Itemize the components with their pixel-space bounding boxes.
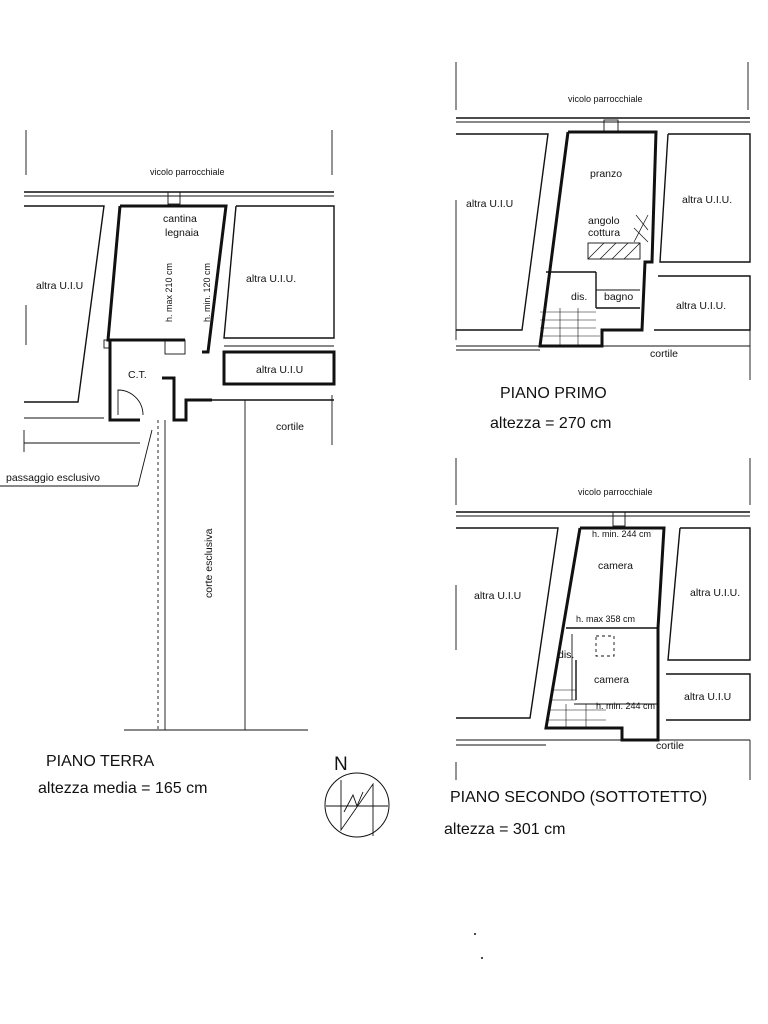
first-other-unit-right: altra U.I.U. <box>682 194 732 206</box>
kitchen-label-2: cottura <box>588 227 620 239</box>
second-street-label: vicolo parrocchiale <box>578 487 653 497</box>
bath-label: bagno <box>604 291 633 303</box>
speck <box>481 957 483 959</box>
second-other-unit-left: altra U.I.U <box>474 590 521 602</box>
dining-label: pranzo <box>590 168 622 180</box>
second-room-upper: camera <box>598 560 633 572</box>
second-floor-title: PIANO SECONDO (SOTTOTETTO) <box>450 789 707 806</box>
second-height-min-bottom: h. min. 244 cm <box>596 701 655 711</box>
boiler-room-label: C.T. <box>128 369 147 381</box>
north-arrow-icon <box>324 772 390 838</box>
cellar-label: cantina <box>163 213 197 225</box>
second-other-unit-right: altra U.I.U. <box>690 587 740 599</box>
first-floor-height: altezza = 270 cm <box>490 415 611 432</box>
woodshed-label: legnaia <box>165 227 199 239</box>
second-floor-height: altezza = 301 cm <box>444 821 565 838</box>
first-floor-plan <box>455 62 751 380</box>
ground-floor-plan <box>0 130 336 731</box>
first-other-unit-lower: altra U.I.U. <box>676 300 726 312</box>
ground-other-unit-right: altra U.I.U. <box>246 273 296 285</box>
ground-courtyard-label: cortile <box>276 421 304 433</box>
second-floor-plan <box>455 458 751 780</box>
first-street-label: vicolo parrocchiale <box>568 94 643 104</box>
ground-floor-height: altezza media = 165 cm <box>38 780 207 797</box>
first-other-unit-left: altra U.I.U <box>466 198 513 210</box>
passage-label: passaggio esclusivo <box>6 472 100 484</box>
exclusive-court-label: corte esclusiva <box>203 528 215 598</box>
second-hall-label: dis. <box>558 649 574 661</box>
ground-other-unit-small: altra U.I.U <box>256 364 303 376</box>
north-label: N <box>334 754 348 775</box>
first-floor-title: PIANO PRIMO <box>500 385 607 402</box>
second-other-unit-lower: altra U.I.U <box>684 691 731 703</box>
kitchen-label-1: angolo <box>588 215 620 227</box>
second-height-min-top: h. min. 244 cm <box>592 529 651 539</box>
speck <box>474 933 476 935</box>
ground-floor-title: PIANO TERRA <box>46 753 155 770</box>
second-courtyard-label: cortile <box>656 740 684 752</box>
first-hall-label: dis. <box>571 291 587 303</box>
second-height-max: h. max 358 cm <box>576 614 635 624</box>
second-room-lower: camera <box>594 674 629 686</box>
first-courtyard-label: cortile <box>650 348 678 360</box>
ground-other-unit-left: altra U.I.U <box>36 280 83 292</box>
cellar-height-max: h. max 210 cm <box>164 263 174 322</box>
ground-street-label: vicolo parrocchiale <box>150 167 225 177</box>
cellar-height-min: h. min. 120 cm <box>202 263 212 322</box>
